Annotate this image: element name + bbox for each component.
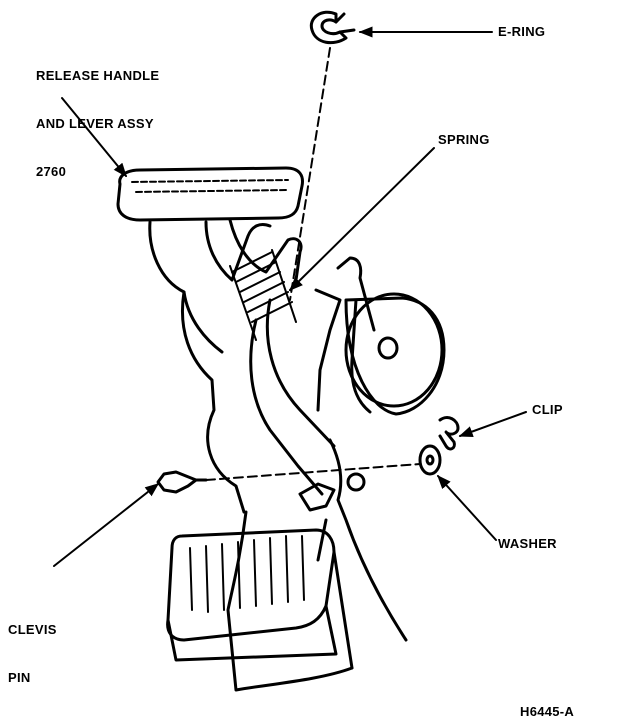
label-spring: SPRING	[438, 132, 490, 147]
e-ring-guide-line	[289, 47, 331, 301]
label-clevis-pin-line2: PIN	[8, 670, 31, 685]
label-clevis-pin-line1: CLEVIS	[8, 622, 57, 637]
clevis-yoke	[298, 482, 336, 512]
label-release-handle-line3: 2760	[36, 164, 67, 179]
leader-clip	[458, 411, 527, 437]
release-lever-arm	[148, 218, 336, 514]
pivot-part	[346, 472, 366, 492]
label-release-handle-line1: RELEASE HANDLE	[36, 68, 160, 83]
leader-clevis-pin	[53, 483, 160, 567]
label-washer: WASHER	[498, 536, 557, 551]
label-e-ring: E-RING	[498, 24, 546, 39]
label-release-handle-line2: AND LEVER ASSY	[36, 116, 154, 131]
release-handle-part	[116, 166, 304, 222]
pedal-pad-part	[166, 528, 354, 670]
pin-axis-line	[205, 463, 421, 481]
e-ring-part	[309, 10, 356, 45]
clip-part	[438, 416, 460, 451]
mounting-bracket	[226, 438, 408, 692]
label-clevis-pin: CLEVIS PIN	[8, 590, 57, 702]
label-release-handle: RELEASE HANDLE AND LEVER ASSY 2760	[36, 36, 159, 196]
washer-part	[418, 444, 442, 476]
figure-id: H6445-A	[520, 704, 575, 719]
leader-release-handle	[61, 97, 127, 178]
clevis-pin-part	[156, 470, 208, 494]
leader-spring	[289, 147, 435, 291]
spring-part	[229, 249, 297, 341]
label-clip: CLIP	[532, 402, 563, 417]
leader-washer	[437, 474, 497, 541]
drum-assembly	[314, 256, 446, 416]
